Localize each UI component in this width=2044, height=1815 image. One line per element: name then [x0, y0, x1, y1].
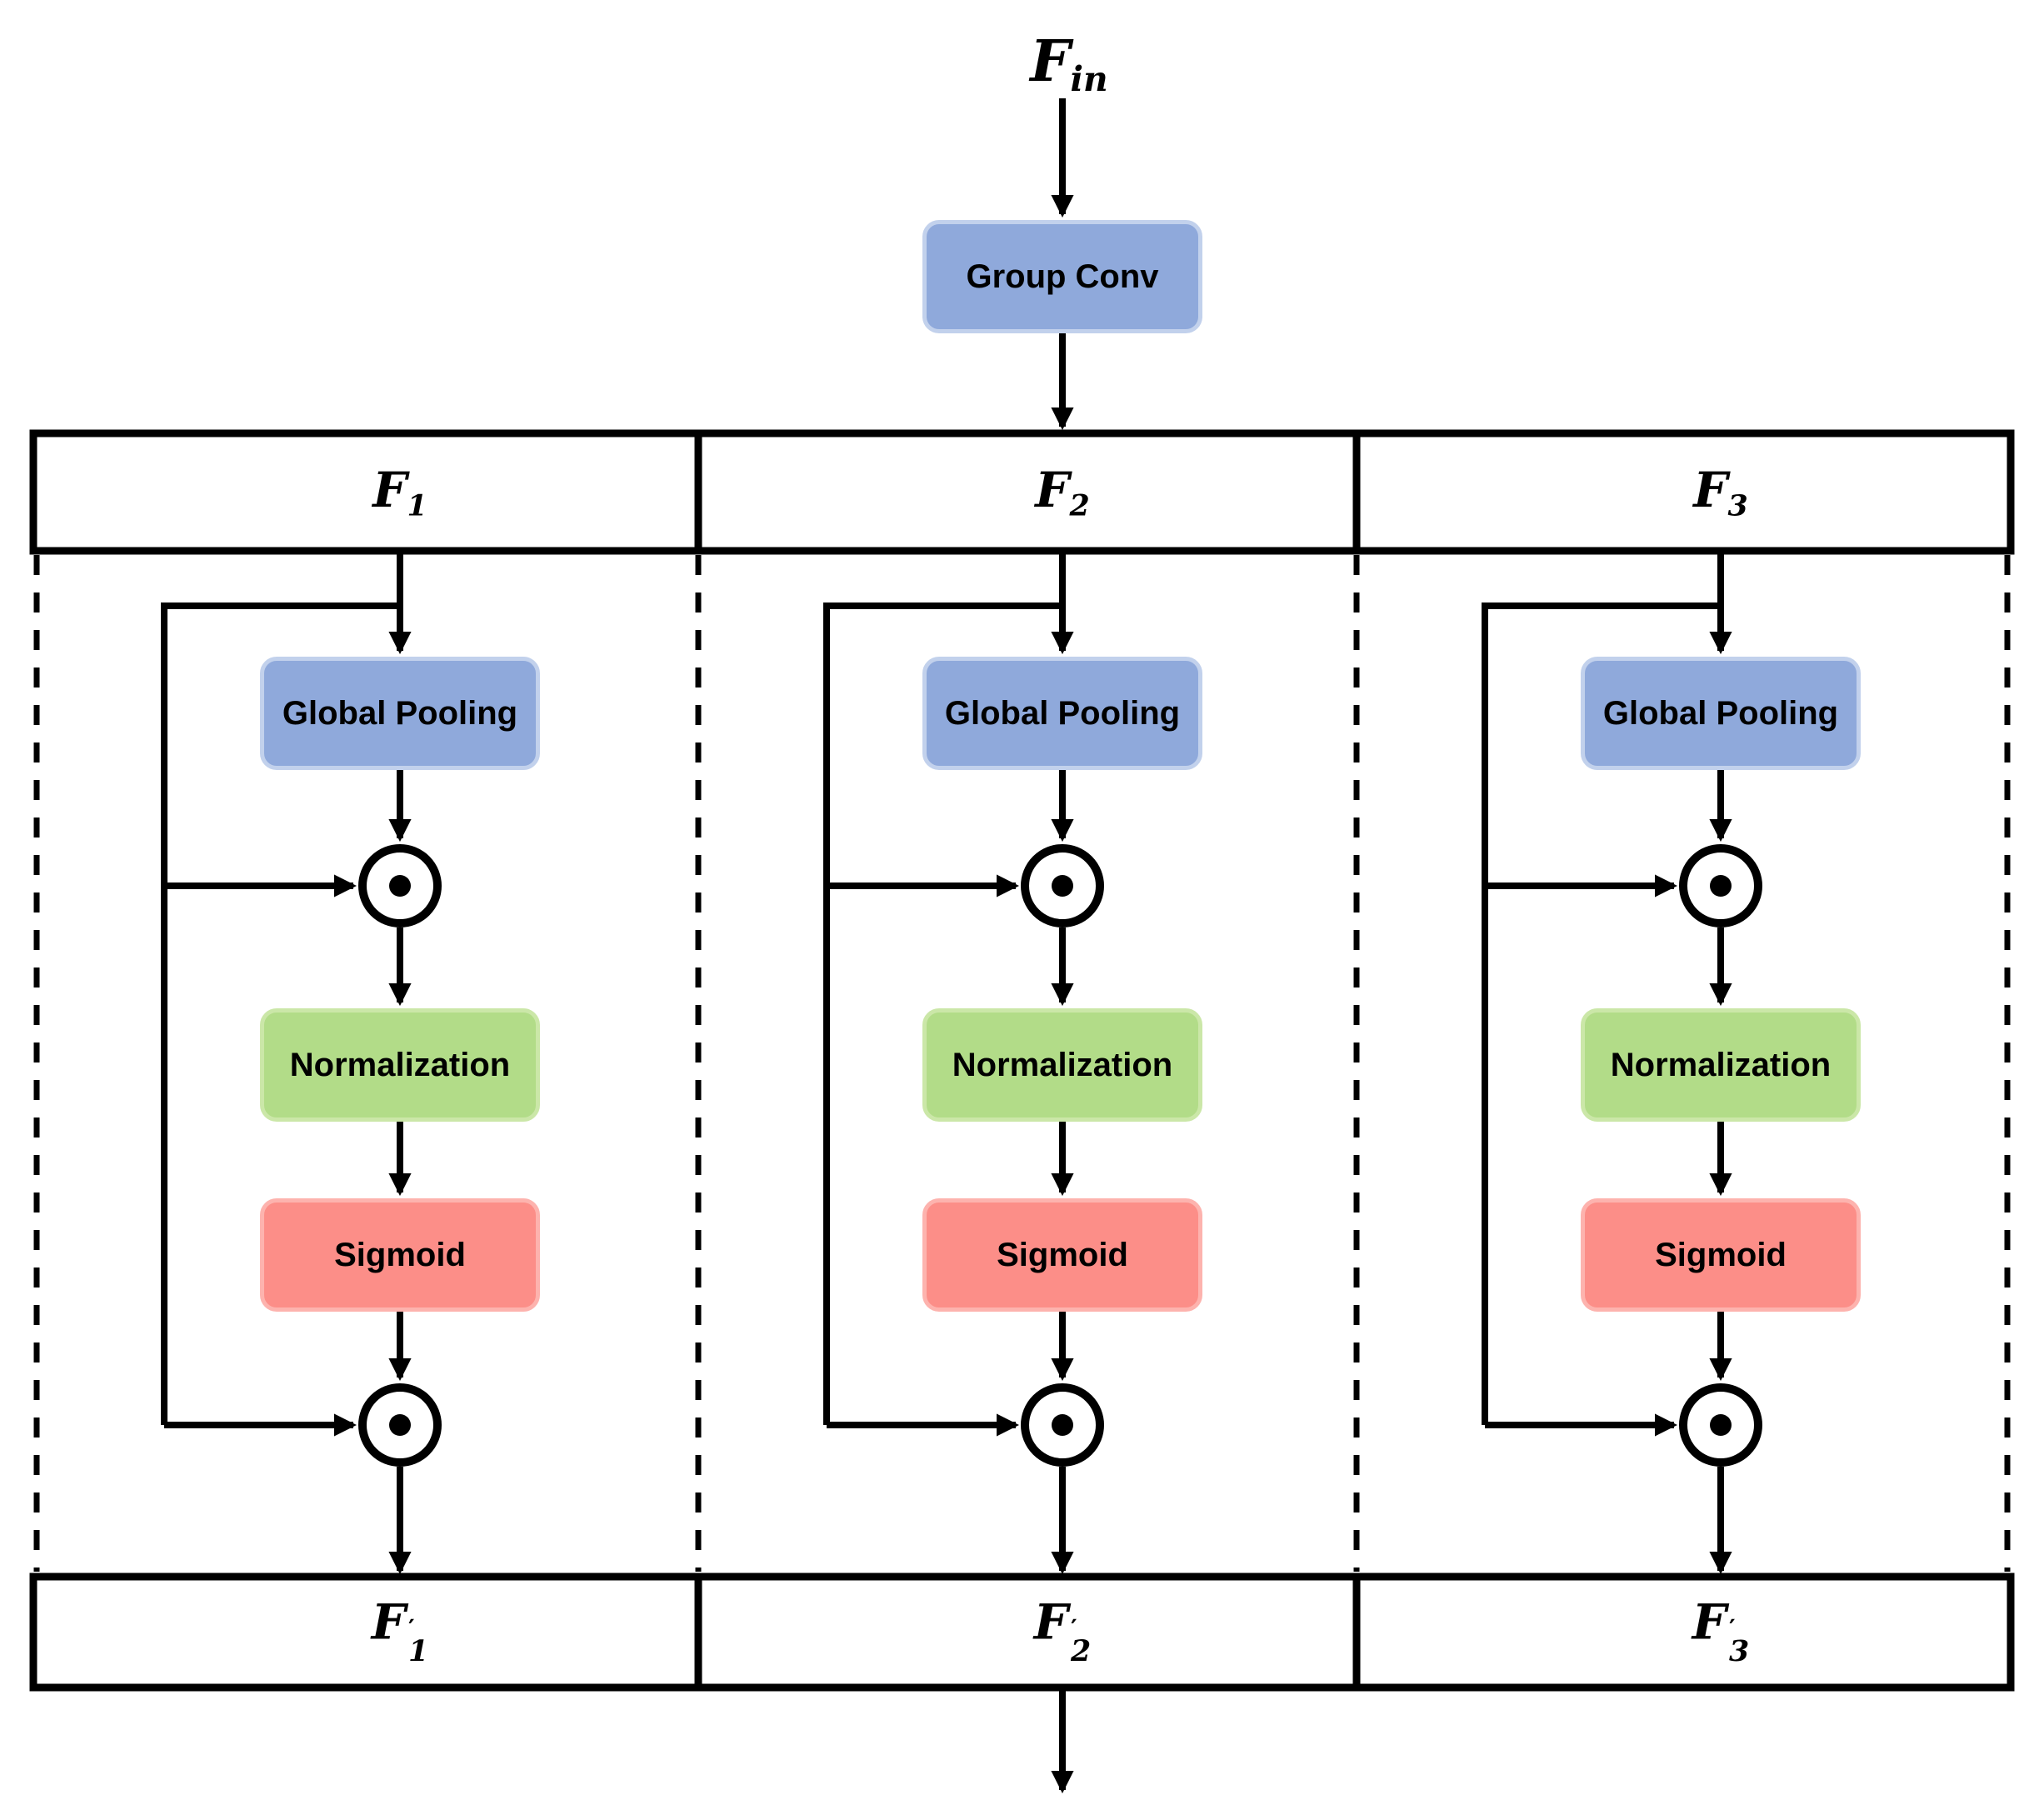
label-sub: 3	[1728, 1633, 1750, 1668]
branch1-output-label: F′1	[372, 1598, 428, 1665]
elementwise-product-dot	[1710, 1414, 1732, 1436]
label-prime: ′	[1728, 1614, 1736, 1643]
skip-connection-line	[1482, 602, 1721, 1425]
input-label-base: F	[1030, 28, 1071, 95]
global-pooling-label: Global Pooling	[944, 694, 1181, 732]
label-sub: 2	[1070, 1633, 1092, 1668]
header-band-outline	[29, 429, 2015, 555]
skip-connection-line	[823, 602, 1062, 1425]
branch3-normalization-box: Normalization	[1581, 1008, 1861, 1122]
group-conv-label: Group Conv	[966, 258, 1159, 295]
branch2-normalization-box: Normalization	[922, 1008, 1202, 1122]
branch3-header-label: F3	[1693, 466, 1747, 521]
sigmoid-label: Sigmoid	[334, 1236, 466, 1273]
label-base: F	[1692, 1593, 1727, 1651]
branch2-global-pooling-box: Global Pooling	[922, 657, 1202, 770]
branch3-sigmoid-box: Sigmoid	[1581, 1198, 1861, 1312]
branch3-output-label: F′3	[1692, 1598, 1749, 1665]
elementwise-product-dot	[1052, 1414, 1073, 1436]
label-base: F	[1693, 461, 1728, 518]
branch3-global-pooling-box: Global Pooling	[1581, 657, 1861, 770]
label-base: F	[371, 1593, 406, 1651]
branch2-output-label: F′2	[1034, 1598, 1091, 1665]
elementwise-product-dot	[389, 875, 411, 897]
branch3-connectors	[1482, 554, 1762, 1575]
normalization-label: Normalization	[1610, 1046, 1832, 1083]
label-sub: 1	[407, 488, 427, 523]
input-label-sub: in	[1070, 59, 1108, 100]
group-conv-box: Group Conv	[922, 220, 1202, 333]
label-prime: ′	[407, 1614, 415, 1643]
label-sub: 3	[1727, 488, 1748, 523]
output-band-outline	[29, 1572, 2015, 1692]
normalization-label: Normalization	[289, 1046, 511, 1083]
elementwise-product-dot	[389, 1414, 411, 1436]
label-sub: 2	[1069, 488, 1090, 523]
normalization-label: Normalization	[952, 1046, 1173, 1083]
label-sub: 1	[407, 1633, 429, 1668]
label-base: F	[1033, 1593, 1068, 1651]
branch1-connectors	[161, 554, 442, 1575]
branch2-connectors	[823, 554, 1104, 1575]
sigmoid-label: Sigmoid	[997, 1236, 1128, 1273]
global-pooling-label: Global Pooling	[1602, 694, 1839, 732]
branch2-header-label: F2	[1035, 466, 1089, 521]
branch1-global-pooling-box: Global Pooling	[260, 657, 540, 770]
branch1-header-label: F1	[372, 466, 427, 521]
elementwise-product-dot	[1052, 875, 1073, 897]
branch2-sigmoid-box: Sigmoid	[922, 1198, 1202, 1312]
branch1-normalization-box: Normalization	[260, 1008, 540, 1122]
label-base: F	[372, 461, 407, 518]
input-feature-label: Fin	[1030, 33, 1107, 97]
label-prime: ′	[1070, 1614, 1077, 1643]
elementwise-product-dot	[1710, 875, 1732, 897]
branch1-sigmoid-box: Sigmoid	[260, 1198, 540, 1312]
label-base: F	[1035, 461, 1070, 518]
skip-connection-line	[161, 602, 400, 1425]
global-pooling-label: Global Pooling	[282, 694, 518, 732]
sigmoid-label: Sigmoid	[1655, 1236, 1787, 1273]
